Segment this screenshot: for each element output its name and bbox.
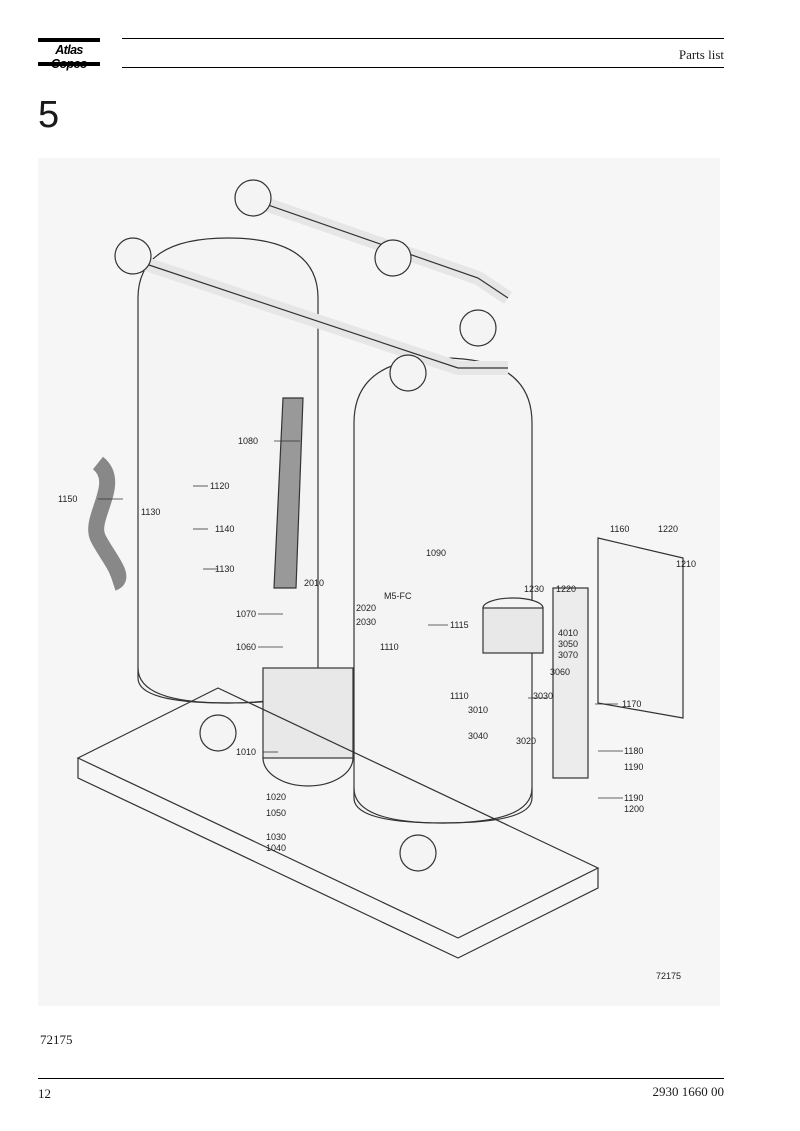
part-label: 1115 <box>450 620 469 630</box>
flange-6 <box>199 714 237 752</box>
part-label: M5-FC <box>384 591 412 601</box>
electrical-cabinet <box>597 537 684 719</box>
part-label: 3010 <box>468 705 488 715</box>
part-label: 1020 <box>266 792 286 802</box>
part-label: 1110 <box>450 691 469 701</box>
part-label: 1040 <box>266 843 286 853</box>
part-label: 1130 <box>141 507 160 517</box>
part-label: 1220 <box>658 524 678 534</box>
part-label: 1150 <box>58 494 77 504</box>
upper-pipe <box>127 257 508 369</box>
drawing-svg: 1080 1150 1120 1130 1140 1130 1090 M5-FC… <box>58 179 696 981</box>
part-label: 1210 <box>676 559 696 569</box>
part-label: 2010 <box>304 578 324 588</box>
vertical-hose <box>273 397 304 589</box>
part-label: 1120 <box>210 481 229 491</box>
logo-top-bar <box>38 38 100 42</box>
part-label: 1050 <box>266 808 286 818</box>
flange-7 <box>399 834 437 872</box>
figure-id-label: 72175 <box>656 971 681 981</box>
part-label: 2020 <box>356 603 376 613</box>
part-label: 1200 <box>624 804 644 814</box>
part-label: 1090 <box>426 548 446 558</box>
part-label: 4010 <box>558 628 578 638</box>
header-title: Parts list <box>678 47 724 62</box>
silencer-body <box>482 607 544 654</box>
part-label: 1220 <box>556 584 576 594</box>
document-number: 2930 1660 00 <box>652 1084 725 1099</box>
part-label: 1160 <box>610 524 629 534</box>
base-frame-side <box>77 758 599 959</box>
part-label: 1170 <box>622 699 641 709</box>
part-label: 1130 <box>215 564 234 574</box>
part-label: 3040 <box>468 731 488 741</box>
logo-bottom-bar <box>38 62 100 66</box>
part-label: 3070 <box>558 650 578 660</box>
part-label: 1190 <box>624 793 643 803</box>
rear-pipe <box>247 197 509 299</box>
flange-5 <box>459 309 497 347</box>
reference-label: 72175 <box>40 1032 73 1047</box>
header-top-rule <box>122 38 724 39</box>
part-label: 2030 <box>356 617 376 627</box>
part-label: 3060 <box>550 667 570 677</box>
exploded-view-drawing: 1080 1150 1120 1130 1140 1130 1090 M5-FC… <box>38 158 720 1006</box>
header-bottom-rule <box>122 67 724 68</box>
part-label: 1190 <box>624 762 643 772</box>
logo-wordmark: Atlas Copco <box>51 43 87 71</box>
part-label: 3030 <box>533 691 553 701</box>
part-label: 3050 <box>558 639 578 649</box>
right-tank <box>353 357 533 824</box>
section-number: 5 <box>38 94 60 136</box>
part-label: 1070 <box>236 609 256 619</box>
part-label: 1060 <box>236 642 256 652</box>
flange-3 <box>374 239 412 277</box>
flange-1 <box>114 237 152 275</box>
curved-hose <box>88 456 127 591</box>
left-tank <box>137 237 319 704</box>
part-label: 1230 <box>524 584 544 594</box>
part-label: 1140 <box>215 524 234 534</box>
flange-4 <box>389 354 427 392</box>
footer-rule <box>38 1078 724 1079</box>
flange-2 <box>234 179 272 217</box>
part-label: 1110 <box>380 642 399 652</box>
atlas-copco-logo: Atlas Copco <box>38 38 100 71</box>
support-column <box>552 587 589 779</box>
part-label: 1180 <box>624 746 643 756</box>
part-label: 3020 <box>516 736 536 746</box>
blower-body <box>262 667 354 759</box>
part-label: 1030 <box>266 832 286 842</box>
part-label: 1010 <box>236 747 256 757</box>
part-label: 1080 <box>238 436 258 446</box>
page-number: 12 <box>38 1086 51 1101</box>
right-tank-lower-seam <box>353 787 533 824</box>
